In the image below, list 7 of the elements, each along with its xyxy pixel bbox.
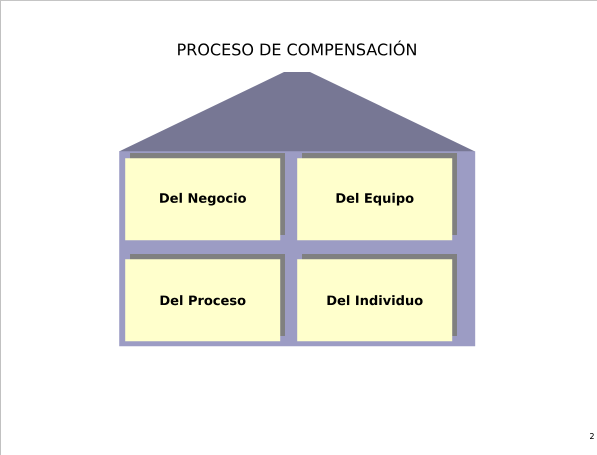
text-box: Del Individuo	[297, 254, 457, 342]
text-box: Del Proceso	[125, 254, 285, 342]
house-roof	[119, 72, 475, 152]
text-box: Del Negocio	[125, 153, 285, 240]
title: PROCESO DE COMPENSACIÓN	[178, 40, 416, 56]
text-box: Del Equipo	[297, 153, 457, 240]
page-number: 2	[590, 433, 594, 439]
